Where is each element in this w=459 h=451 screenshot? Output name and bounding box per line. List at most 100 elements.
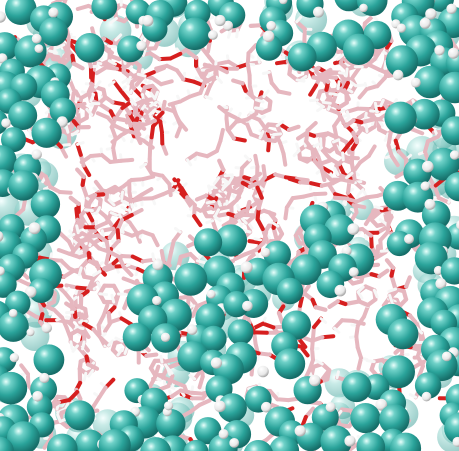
hydrogen-bond — [241, 228, 252, 234]
hydrogen-atom — [359, 3, 368, 13]
hydrogen-bond — [159, 354, 164, 364]
water-bead — [263, 240, 292, 269]
bond-stick — [369, 208, 384, 222]
hydrogen-atom — [448, 47, 459, 59]
hydrogen-bond — [94, 206, 102, 216]
water-bead — [290, 254, 322, 285]
hydrogen-bond — [48, 49, 58, 55]
hydrogen-atom — [240, 261, 253, 274]
hydrogen-atom — [309, 374, 321, 387]
hydrogen-atom — [419, 17, 431, 29]
bond-stick — [221, 218, 236, 228]
bond-stick — [170, 103, 179, 118]
hydrogen-atom — [260, 247, 271, 258]
bond-stick — [243, 88, 259, 102]
bond-stick — [90, 102, 99, 117]
hydrogen-bond — [174, 227, 182, 234]
bond-stick — [312, 191, 328, 197]
water-bead — [117, 35, 144, 63]
water-bead — [223, 291, 250, 318]
bond-stick — [319, 72, 331, 85]
bond-stick — [42, 436, 53, 450]
oxygen-bond — [175, 186, 187, 199]
hydrogen-bond — [319, 317, 328, 324]
bond-stick — [133, 102, 140, 121]
water-bead — [217, 393, 247, 423]
hydrogen-bond — [383, 60, 388, 70]
bond-stick — [75, 167, 87, 180]
water-bead — [379, 404, 410, 435]
bond-stick — [378, 238, 384, 254]
hydrogen-bond — [114, 336, 124, 343]
hydrogen-atom — [325, 402, 336, 413]
oxygen-bond — [255, 185, 264, 200]
water-bead — [0, 145, 17, 176]
bond-stick — [240, 158, 252, 171]
hydrogen-bond — [356, 290, 364, 300]
bond-stick — [267, 70, 274, 85]
water-bead — [341, 372, 372, 403]
water-bead — [274, 348, 306, 380]
oxygen-bond — [312, 316, 323, 330]
water-bead — [0, 32, 19, 61]
hydrogen-atom — [344, 435, 356, 447]
water-bead — [440, 257, 459, 285]
hydrogen-bond — [215, 75, 223, 84]
hydrogen-atom — [425, 8, 437, 20]
bond-stick — [231, 78, 245, 86]
hydrogen-bond — [236, 204, 242, 213]
bond-stick — [362, 304, 370, 319]
hydrogen-bond — [379, 98, 385, 108]
hydrogen-atom — [261, 401, 272, 413]
hydrogen-bond — [107, 192, 111, 201]
hydrogen-bond — [78, 319, 88, 324]
hydrogen-bond — [74, 325, 85, 330]
bond-stick — [57, 190, 73, 195]
hydrogen-bond — [341, 151, 345, 162]
water-bead — [5, 0, 37, 25]
bond-stick — [404, 275, 412, 289]
bond-stick — [67, 78, 77, 93]
bond-stick — [355, 272, 374, 280]
bond-stick — [119, 157, 135, 163]
bond-stick — [140, 257, 156, 264]
hydrogen-bond — [221, 177, 231, 185]
hydrogen-bond — [383, 132, 390, 142]
hydrogen-atom — [341, 245, 352, 256]
water-bead — [269, 435, 300, 451]
water-bead — [200, 325, 227, 352]
hydrogen-bond — [236, 217, 244, 227]
hydrogen-atom — [206, 289, 216, 299]
bond-stick — [351, 203, 367, 210]
water-bead — [320, 425, 352, 451]
hydrogen-bond — [213, 208, 220, 218]
hydrogen-bond — [240, 217, 248, 225]
hydrogen-bond — [120, 199, 130, 206]
bond-stick — [61, 42, 75, 58]
water-bead — [159, 298, 192, 332]
bond-stick — [336, 100, 349, 110]
hydrogen-bond — [331, 138, 341, 144]
bond-stick — [106, 310, 112, 326]
bond-stick — [380, 67, 391, 79]
hydrogen-bond — [387, 287, 397, 293]
hydrogen-bond — [106, 44, 117, 49]
water-bead — [444, 172, 459, 202]
hydrogen-bond — [371, 14, 379, 22]
hydrogen-bond — [345, 110, 351, 119]
water-bead — [255, 34, 283, 61]
bond-stick — [377, 268, 390, 279]
water-bead — [334, 0, 364, 12]
hydrogen-atom — [31, 33, 42, 44]
hydrogen-atom — [160, 332, 171, 342]
water-bead — [0, 270, 17, 298]
water-bead — [64, 400, 95, 431]
oxygen-bond — [112, 79, 123, 93]
water-bead — [389, 432, 422, 451]
bond-stick — [349, 146, 355, 165]
bond-stick — [104, 210, 114, 225]
bond-stick — [143, 162, 154, 176]
bond-stick — [247, 180, 262, 189]
water-bead — [287, 42, 317, 72]
hydrogen-atom — [452, 436, 459, 447]
